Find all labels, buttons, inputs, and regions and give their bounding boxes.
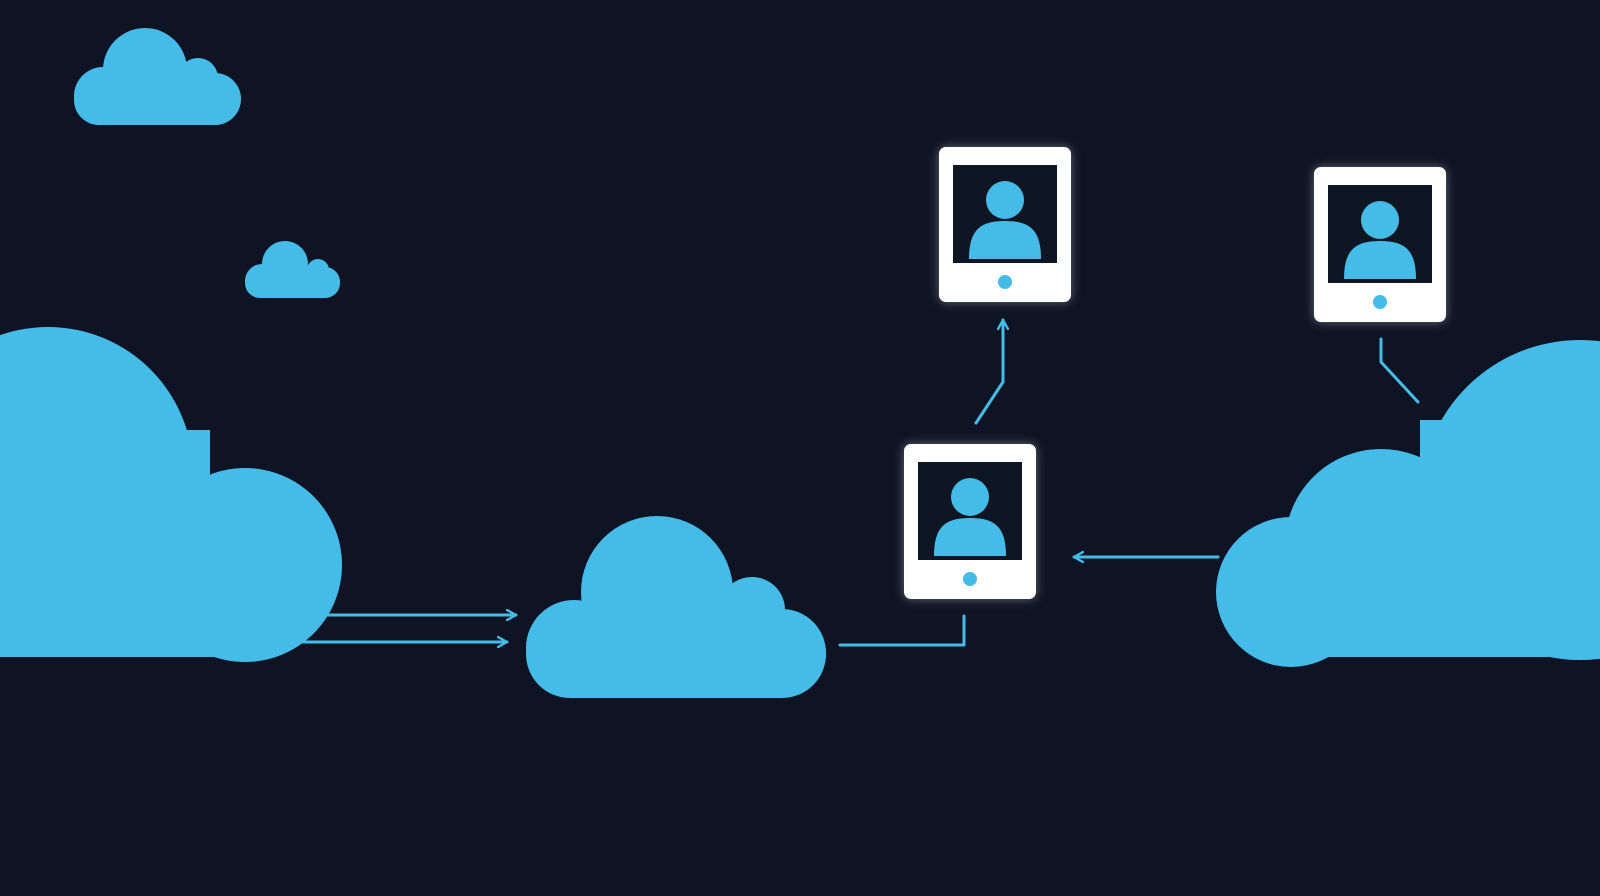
connector-center-to-middle-tablet	[838, 614, 966, 647]
cloud-small-top-left	[74, 28, 241, 125]
connector-middle-to-top-tablet	[974, 318, 1003, 425]
user-icon	[934, 478, 1006, 556]
cloud-center	[526, 516, 826, 698]
user-icon	[969, 181, 1041, 259]
connectors	[298, 318, 1420, 647]
cloud-tiny-top-left	[245, 241, 340, 298]
tablet-home-button	[963, 572, 977, 586]
tablet-top-right	[1314, 167, 1446, 322]
tablet-middle	[904, 444, 1036, 599]
cloud-large-right	[1216, 340, 1600, 667]
tablet-home-button	[1373, 295, 1387, 309]
connector-top-right-tablet-to-right-cloud	[1379, 337, 1420, 404]
user-icon	[1344, 201, 1416, 279]
cloud-large-left	[0, 327, 342, 662]
tablet-top-center	[939, 147, 1071, 302]
tablet-home-button	[998, 275, 1012, 289]
